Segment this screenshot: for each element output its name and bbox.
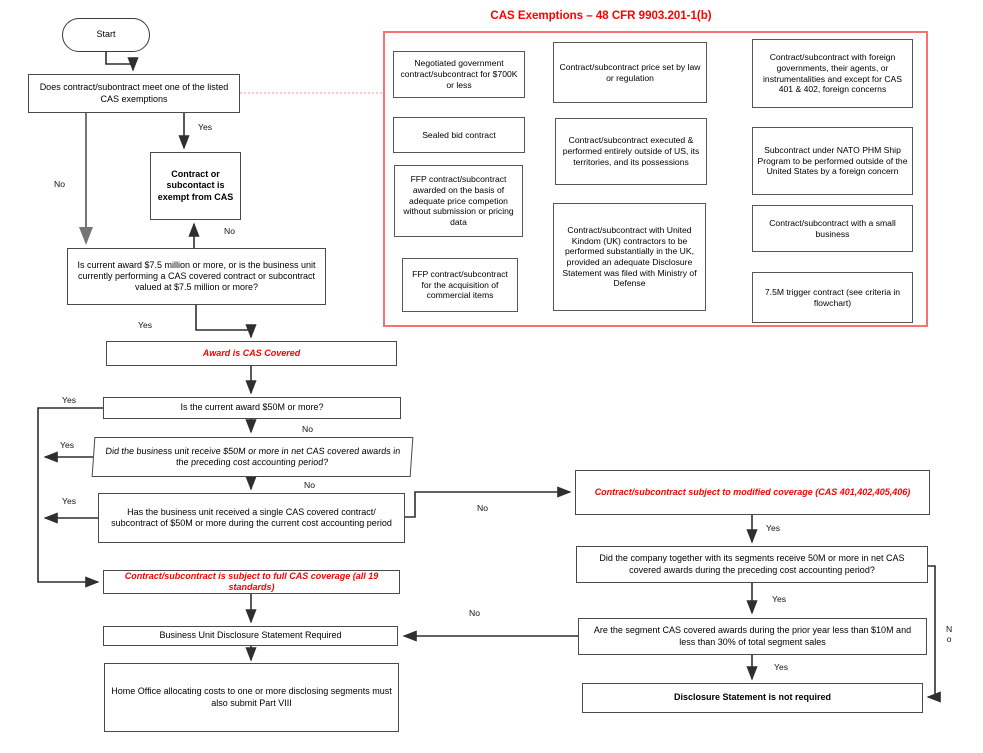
- edge-company-no-right-rail: [926, 565, 941, 703]
- node-question-segment-10m: Are the segment CAS covered awards durin…: [578, 618, 927, 655]
- label-exempt-back-no: No: [224, 226, 235, 236]
- label-q50m-no: No: [302, 424, 313, 434]
- exemption-box-outside-us: Contract/subcontract executed & performe…: [555, 118, 707, 185]
- edge-yes-rail-to-fullcoverage: [37, 407, 103, 588]
- exemption-box-foreign-governments: Contract/subcontract with foreign govern…: [752, 39, 913, 108]
- label-q75m-yes: Yes: [138, 320, 153, 330]
- node-question-7-5m: Is current award $7.5 million or more, o…: [67, 248, 326, 305]
- node-question-company-50m: Did the company together with its segmen…: [576, 546, 928, 583]
- edge-start-to-qexemptions: [105, 52, 139, 72]
- exemption-box-ffp-price-competition: FFP contract/subcontract awarded on the …: [394, 165, 523, 237]
- label-preceding-yes: Yes: [60, 440, 75, 450]
- label-single-no: No: [477, 503, 488, 513]
- exemptions-title: CAS Exemptions – 48 CFR 9903.201-1(b): [490, 10, 712, 22]
- node-modified-coverage: Contract/subcontract subject to modified…: [575, 470, 930, 515]
- edge-single-no-to-modified: [405, 486, 572, 518]
- node-award-cas-covered: Award is CAS Covered: [106, 341, 397, 366]
- node-question-50m-preceding: Did the business unit receive $50M or mo…: [91, 437, 414, 477]
- exemption-box-small-business: Contract/subcontract with a small busine…: [752, 205, 913, 252]
- exemption-box-negotiated-700k: Negotiated government contract/subcontra…: [393, 51, 525, 98]
- exemption-box-uk-contractors: Contract/subcontract with United Kindom …: [553, 203, 706, 311]
- label-company-no-right: N o: [946, 624, 953, 645]
- label-company-yes: Yes: [772, 594, 787, 604]
- label-segment-no-left: No: [469, 608, 480, 618]
- node-exempt-from-cas: Contract or subcontact is exempt from CA…: [150, 152, 241, 220]
- exemption-box-75m-trigger: 7.5M trigger contract (see criteria in f…: [752, 272, 913, 323]
- exemption-box-price-set-by-law: Contract/subcontract price set by law or…: [553, 42, 707, 103]
- label-qexemptions-no: No: [54, 179, 65, 189]
- label-segment-yes: Yes: [774, 662, 789, 672]
- node-bu-disclosure-required: Business Unit Disclosure Statement Requi…: [103, 626, 398, 646]
- exemption-box-sealed-bid: Sealed bid contract: [393, 117, 525, 153]
- exemption-box-ffp-commercial-items: FFP contract/subcontract for the acquisi…: [402, 258, 518, 312]
- node-question-single-50m: Has the business unit received a single …: [98, 493, 405, 543]
- exemption-box-nato-phm: Subcontract under NATO PHM Ship Program …: [752, 127, 913, 195]
- node-home-office-part-viii: Home Office allocating costs to one or m…: [104, 663, 399, 732]
- label-exempt-yes: Yes: [198, 122, 213, 132]
- label-modified-yes: Yes: [766, 523, 781, 533]
- node-start: Start: [62, 18, 150, 52]
- node-question-50m: Is the current award $50M or more?: [103, 397, 401, 419]
- node-question-exemptions: Does contract/subontract meet one of the…: [28, 74, 240, 113]
- label-q50m-yes: Yes: [62, 395, 77, 405]
- label-preceding-no: No: [304, 480, 315, 490]
- node-disclosure-not-required: Disclosure Statement is not required: [582, 683, 923, 713]
- edge-q75m-yes-to-covered: [195, 305, 257, 339]
- exemptions-frame: [383, 31, 928, 327]
- label-single-yes: Yes: [62, 496, 77, 506]
- node-full-cas-coverage: Contract/subcontract is subject to full …: [103, 570, 400, 594]
